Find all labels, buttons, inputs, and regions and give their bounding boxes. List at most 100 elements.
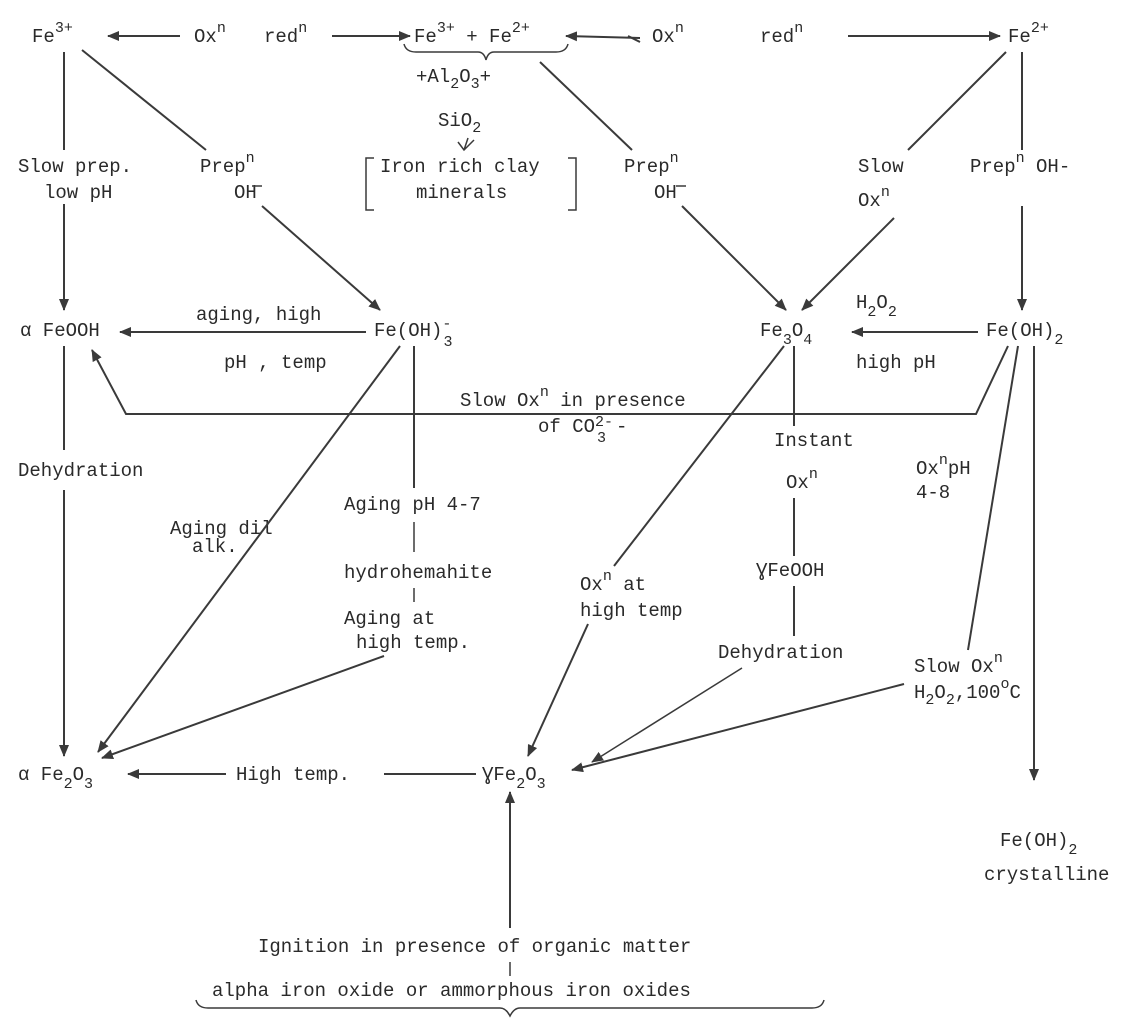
svg-text:minerals: minerals [416,182,507,204]
svg-text:Aging dil: Aging dil [170,518,273,540]
svg-text:Prepn: Prepn [200,150,255,178]
svg-text:low pH: low pH [44,182,112,204]
label-prep-right: Prepn OH- [970,150,1070,178]
label-hydrohemahite: hydrohemahite [344,562,492,584]
node-feoh2: Fe(OH)2 [986,320,1063,349]
svg-text:+Al2O3+: +Al2O3+ [416,66,491,93]
label-slow-ox-h2o2: Slow Oxn H2O2,100oC [914,650,1021,709]
label-ignition: Ignition in presence of organic matter [258,936,691,958]
svg-text:Fe2+: Fe2+ [1008,20,1049,48]
svg-text:alk.: alk. [192,536,238,558]
svg-text:aging, high: aging, high [196,304,321,326]
svg-text:high pH: high pH [856,352,936,374]
svg-text:Iron rich clay: Iron rich clay [380,156,540,178]
svg-text:Aging pH 4-7: Aging pH 4-7 [344,494,481,516]
line-fe3-to-prep [81,49,207,151]
svg-text:Dehydration: Dehydration [18,460,143,482]
node-alpha-feooh: α FeOOH [20,320,100,342]
label-slow-prep: Slow prep. low pH [18,156,132,204]
svg-text:Prepn: Prepn [624,150,679,178]
svg-text:Oxn: Oxn [786,466,818,494]
label-red-left: redn [264,20,307,48]
line-mixed-to-prep [539,61,633,151]
node-clay-minerals: Iron rich clay minerals [365,156,577,211]
svg-text:alpha iron oxide or ammorphous: alpha iron oxide or ammorphous iron oxid… [212,980,691,1002]
label-sio2: SiO2 [438,110,481,137]
svg-text:Aging at: Aging at [344,608,435,630]
label-high-temp-arrow: High temp. [236,764,350,786]
label-aging-dil: Aging dil alk. [170,518,273,558]
arrow-sio2-to-clay [457,137,475,152]
svg-text:Fe3+: Fe3+ [32,20,73,48]
node-feoh3: Fe(OH)-3 [374,316,452,351]
svg-text:High temp.: High temp. [236,764,350,786]
svg-text:Oxn: Oxn [652,20,684,48]
label-instant: Instant Oxn [774,430,854,494]
label-ox-right: Oxn [652,20,684,48]
svg-text:Oxn: Oxn [858,184,890,212]
arrow-slow-to-fe3o4 [801,217,895,311]
svg-text:α Fe2O3: α Fe2O3 [18,764,93,793]
arrow-ox-to-mixed [565,31,641,42]
svg-text:ƔFeOOH: ƔFeOOH [756,560,824,582]
svg-text:Slow Oxn in presence: Slow Oxn in presence [460,384,686,412]
arrow-dehydration-to-gfe2o3 [591,667,743,763]
svg-text:Fe3O4: Fe3O4 [760,320,812,349]
svg-text:crystalline: crystalline [984,864,1109,886]
node-feoh2-crystalline: Fe(OH)2 crystalline [984,830,1109,886]
svg-text:Fe(OH)2: Fe(OH)2 [986,320,1063,349]
arrow-oxnat-to-gfe2o3 [527,623,589,757]
svg-text:Slow Oxn: Slow Oxn [914,650,1003,678]
label-aging-high: aging, high pH , temp [196,304,327,374]
node-alpha-fe2o3: α Fe2O3 [18,764,93,793]
svg-text:Ignition in presence of organi: Ignition in presence of organic matter [258,936,691,958]
svg-text:SiO2: SiO2 [438,110,481,137]
node-fe2: Fe2+ [1008,20,1049,48]
svg-text:Instant: Instant [774,430,854,452]
arrow-feoh3-dil-alk-to-afe2o3 [97,345,401,753]
label-slow-ox-co3: Slow Oxn in presence of CO2-3- [460,384,686,447]
svg-text:Oxn at: Oxn at [580,568,646,596]
svg-text:redn: redn [264,20,307,48]
svg-text:Fe(OH)-3: Fe(OH)-3 [374,316,452,351]
svg-text:ƔFe2O3: ƔFe2O3 [482,764,546,793]
svg-text:H2O2,100oC: H2O2,100oC [914,676,1021,709]
svg-text:Prepn OH-: Prepn OH- [970,150,1070,178]
label-slow-oxn: Slow Oxn [858,156,904,212]
svg-text:Dehydration: Dehydration [718,642,843,664]
arrow-aging-hightemp-to-afe2o3 [101,655,385,759]
svg-text:of CO2-3-: of CO2-3- [538,414,627,447]
svg-text:pH , temp: pH , temp [224,352,327,374]
label-prep-left: Prepn OH [200,150,262,204]
svg-text:OH: OH [654,182,677,204]
svg-text:high temp.: high temp. [356,632,470,654]
line-feoh2-to-oxnph [967,345,1019,651]
label-ox-left: Oxn [194,20,226,48]
svg-text:OH: OH [234,182,257,204]
arrow-feoh2-to-afeooh-co3 [91,345,1009,415]
svg-text:Fe(OH)2: Fe(OH)2 [1000,830,1077,859]
bottom-brace [195,999,825,1018]
svg-text:Fe3+ + Fe2+: Fe3+ + Fe2+ [414,20,530,48]
svg-text:Slow: Slow [858,156,904,178]
svg-text:Oxn: Oxn [194,20,226,48]
node-fe3: Fe3+ [32,20,73,48]
label-alpha-amorphous: alpha iron oxide or ammorphous iron oxid… [212,980,691,1002]
label-red-right: redn [760,20,803,48]
line-fe2-to-slow [907,51,1007,151]
mixed-iron-brace [403,43,569,61]
arrow-prep-to-feoh3 [261,205,381,311]
node-mixed-iron: Fe3+ + Fe2+ [414,20,530,48]
label-oxn-at: Oxn at high temp [580,568,683,622]
label-dehydration-mid: Dehydration [718,642,843,664]
node-gamma-feooh: ƔFeOOH [756,560,824,582]
label-dehydration-left: Dehydration [18,460,143,482]
ox-right-tick [627,35,641,43]
svg-text:4-8: 4-8 [916,482,950,504]
svg-text:redn: redn [760,20,803,48]
label-al2o3: +Al2O3+ [416,66,491,93]
svg-text:hydrohemahite: hydrohemahite [344,562,492,584]
label-prep-mid: Prepn OH [624,150,686,204]
label-h2o2: H2O2 high pH [856,292,936,374]
label-aging-ph: Aging pH 4-7 [344,494,481,516]
